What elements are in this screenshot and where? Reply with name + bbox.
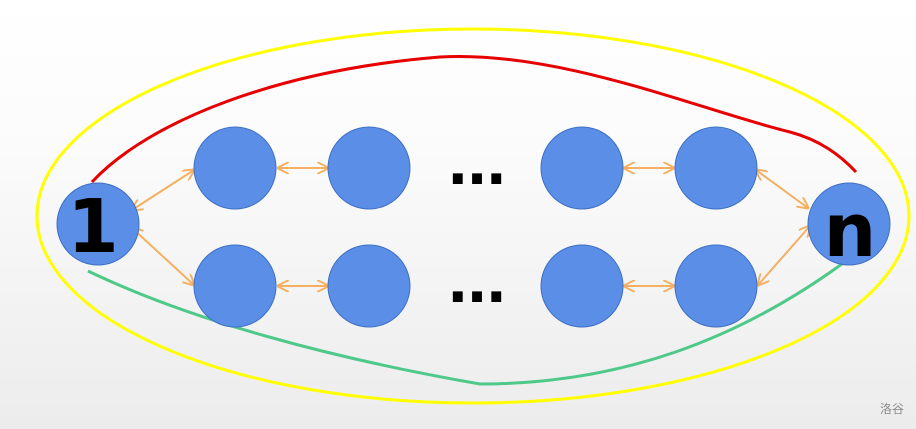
- watermark-text: 洛谷: [879, 402, 904, 416]
- edge-start-top: [132, 170, 194, 210]
- top-row-ellipsis: ...: [447, 133, 505, 198]
- bottom-node-4: [674, 244, 758, 328]
- bottom-node-2: [327, 244, 411, 328]
- top-node-4: [674, 126, 758, 210]
- top-node-1: [193, 126, 277, 210]
- top-node-3: [540, 126, 624, 210]
- top-path-curve: [90, 54, 858, 184]
- end-node: [807, 182, 891, 266]
- edge-bottom-end: [758, 226, 810, 285]
- bottom-row-ellipsis: ...: [447, 251, 505, 316]
- edge-start-bottom: [132, 228, 194, 285]
- start-node-label: 1: [67, 184, 119, 270]
- end-node-label: n: [824, 188, 877, 274]
- bottom-node-3: [540, 244, 624, 328]
- start-node: [56, 182, 140, 266]
- bottom-path-curve: [87, 256, 851, 386]
- bottom-node-1: [193, 244, 277, 328]
- outer-loop-ellipse: [35, 27, 911, 405]
- top-node-2: [327, 126, 411, 210]
- edge-top-end: [756, 170, 808, 208]
